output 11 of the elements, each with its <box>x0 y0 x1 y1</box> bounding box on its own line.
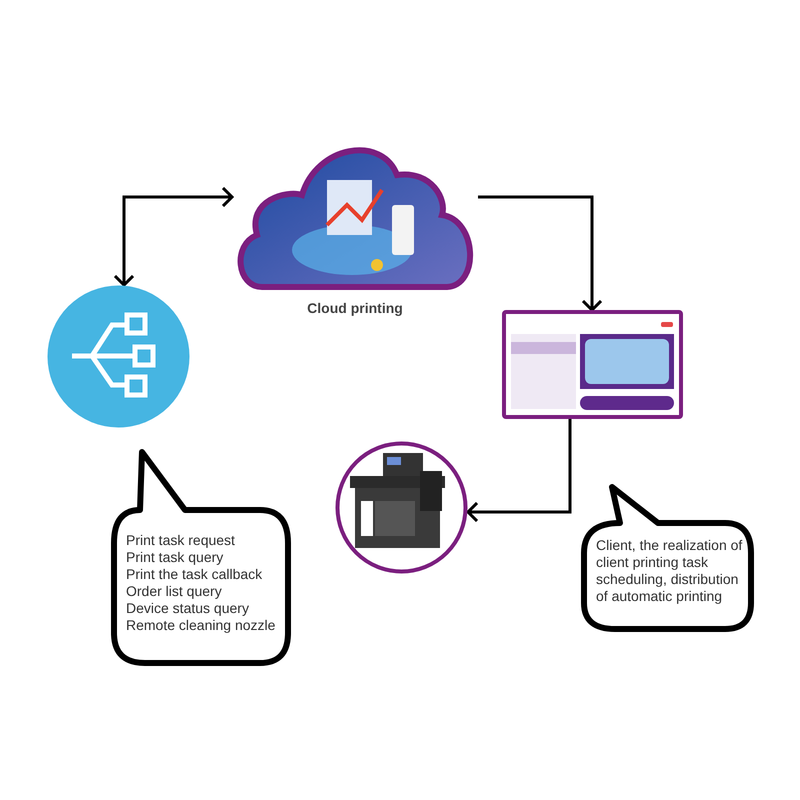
arrow <box>466 419 572 522</box>
list-item: Remote cleaning nozzle <box>126 617 276 634</box>
list-item: Print task request <box>126 532 236 549</box>
list-item: Order list query <box>126 583 223 600</box>
list-item: Device status query <box>126 600 250 617</box>
arrow <box>114 186 234 286</box>
bubble-text: Client, the realization of client printing task scheduling, distribution of automatic printing <box>596 537 744 605</box>
node-caption: Cloud printing <box>307 299 403 318</box>
list-item: Print the task callback <box>126 566 264 583</box>
list-item: Print task query <box>126 549 224 566</box>
arrow <box>478 196 602 312</box>
